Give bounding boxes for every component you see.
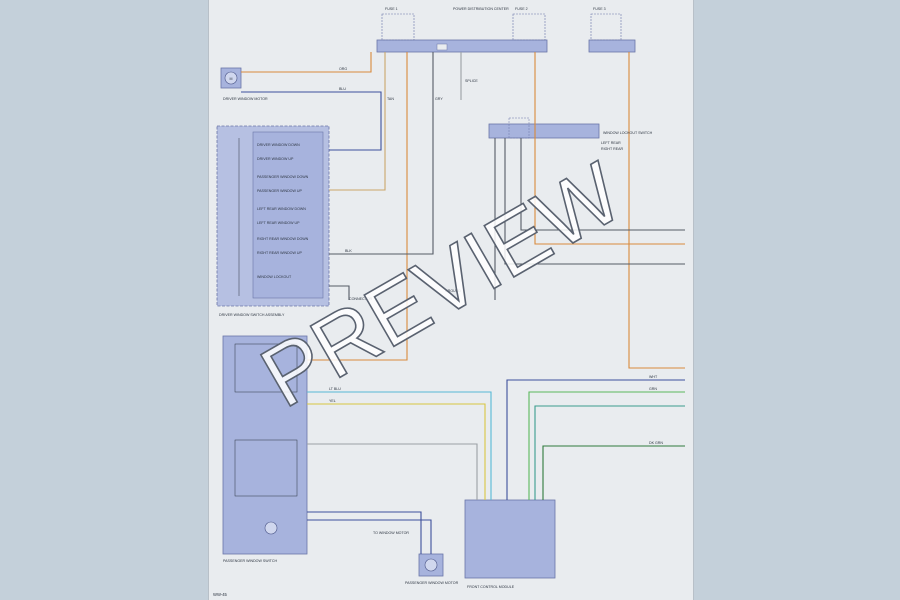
wiring-diagram-sheet: M xyxy=(208,0,694,600)
switch-label: RIGHT REAR WINDOW UP xyxy=(257,251,302,255)
switch-label: WINDOW LOCKOUT xyxy=(257,275,292,279)
diagram-labels: DRIVER WINDOW MOTOR DRIVER WINDOW SWITCH… xyxy=(213,7,653,597)
wire-label: ORG xyxy=(339,67,347,71)
wire-label-list: ORG BLU TAN GRY BLK YEL GRN DK GRN LT BLU WHT xyxy=(329,67,663,445)
page-number: WW-45 xyxy=(213,592,228,597)
wires xyxy=(241,52,685,554)
wiring-diagram: M xyxy=(213,7,685,597)
passenger-window-switch xyxy=(222,335,308,555)
switch-label: LEFT REAR WINDOW DOWN xyxy=(257,207,306,211)
diagram-note: SPLICE xyxy=(465,79,478,83)
diagram-note: RIGHT REAR xyxy=(601,147,624,151)
switch-assembly-label: DRIVER WINDOW SWITCH ASSEMBLY xyxy=(219,313,285,317)
diagram-note: GROUND xyxy=(445,289,461,293)
front-control-module xyxy=(464,499,556,579)
diagram-note: TO WINDOW MOTOR xyxy=(373,531,409,535)
lockout-module xyxy=(488,117,600,139)
wire-label: GRY xyxy=(435,97,443,101)
svg-text:M: M xyxy=(230,77,233,81)
switch-label: LEFT REAR WINDOW UP xyxy=(257,221,300,225)
top-component-block-1 xyxy=(376,13,548,53)
window-switch-assembly xyxy=(216,125,330,307)
wire-label: GRN xyxy=(649,387,657,391)
lockout-switch-label: WINDOW LOCKOUT SWITCH xyxy=(603,131,653,135)
fuse-3-label: FUSE 3 xyxy=(593,7,606,11)
wire-label: BLU xyxy=(339,87,346,91)
fcm-label: FRONT CONTROL MODULE xyxy=(467,585,515,589)
switch-label: PASSENGER WINDOW UP xyxy=(257,189,302,193)
switch-label: PASSENGER WINDOW DOWN xyxy=(257,175,309,179)
diagram-note: CONNECTOR xyxy=(349,297,372,301)
pdc-label: POWER DISTRIBUTION CENTER xyxy=(453,7,509,11)
note-list: SPLICE CONNECTOR GROUND TO WINDOW MOTOR LEFT… xyxy=(349,79,624,535)
wire-label: YEL xyxy=(329,399,336,403)
top-component-block-2 xyxy=(588,13,636,53)
wire-label: BLK xyxy=(345,249,352,253)
driver-motor-label: DRIVER WINDOW MOTOR xyxy=(223,97,268,101)
wire-label: WHT xyxy=(649,375,658,379)
switch-label-list: DRIVER WINDOW DOWN DRIVER WINDOW UP PASSEN… xyxy=(257,143,309,279)
fuse-1-label: FUSE 1 xyxy=(385,7,398,11)
wire-label: DK GRN xyxy=(649,441,663,445)
switch-label: DRIVER WINDOW UP xyxy=(257,157,294,161)
wire-label: LT BLU xyxy=(329,387,341,391)
driver-window-motor: M xyxy=(220,67,242,89)
fuse-2-label: FUSE 2 xyxy=(515,7,528,11)
passenger-switch-label: PASSENGER WINDOW SWITCH xyxy=(223,559,277,563)
diagram-note: LEFT REAR xyxy=(601,141,621,145)
switch-label: RIGHT REAR WINDOW DOWN xyxy=(257,237,309,241)
switch-label: DRIVER WINDOW DOWN xyxy=(257,143,300,147)
passenger-window-motor xyxy=(418,553,444,577)
passenger-motor-label: PASSENGER WINDOW MOTOR xyxy=(405,581,459,585)
wire-label: TAN xyxy=(387,97,394,101)
